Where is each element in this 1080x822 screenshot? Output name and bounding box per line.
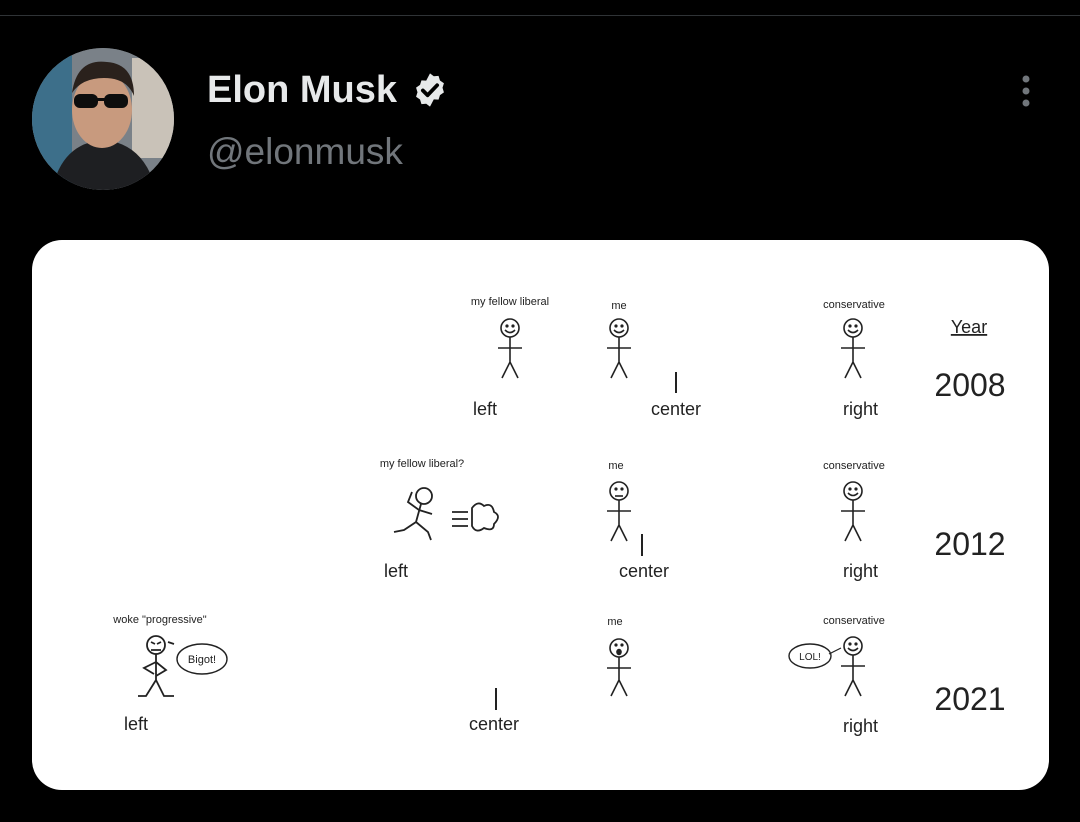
caption-conservative-2012: conservative [823, 460, 885, 472]
left-label-2021: left [124, 714, 148, 734]
speech-bubble-bigot: Bigot! [176, 643, 228, 675]
stick-figure-liberal-2008 [498, 318, 522, 379]
right-label-2008: right [843, 399, 878, 419]
caption-me-2012: me [608, 460, 623, 472]
caption-conservative-2021: conservative [823, 615, 885, 627]
stick-figure-me-2008 [607, 318, 631, 379]
center-label-2008: center [651, 399, 701, 419]
top-divider [0, 15, 1080, 16]
stick-figure-conservative-2021 [841, 636, 865, 697]
caption-conservative-2008: conservative [823, 299, 885, 311]
avatar[interactable] [32, 48, 174, 190]
avatar-photo [32, 48, 174, 190]
speech-bubble-lol: LOL! [788, 643, 842, 669]
year-2012: 2012 [934, 526, 1005, 562]
stick-figure-me-2012 [607, 481, 631, 542]
verified-badge-icon [416, 73, 444, 107]
media-image[interactable]: Year left center right 2008 my fellow li… [32, 240, 1049, 790]
speech-lol: LOL! [799, 652, 821, 663]
right-label-2012: right [843, 561, 878, 581]
author-name-row[interactable]: Elon Musk [207, 68, 449, 112]
center-label-2021: center [469, 714, 519, 734]
year-2008: 2008 [934, 367, 1005, 403]
stick-figure-conservative-2008 [841, 318, 865, 379]
running-figure-liberal-2012 [393, 487, 499, 541]
speech-bigot: Bigot! [188, 654, 216, 666]
author-name[interactable]: Elon Musk [207, 69, 398, 111]
right-label-2021: right [843, 716, 878, 736]
caption-liberal-2008: my fellow liberal [471, 296, 549, 308]
left-label-2012: left [384, 561, 408, 581]
year-heading: Year [951, 317, 987, 337]
angry-figure-woke-2021 [138, 635, 175, 697]
caption-me-2008: me [611, 300, 626, 312]
caption-me-2021: me [607, 616, 622, 628]
caption-woke-2021: woke "progressive" [112, 614, 206, 626]
caption-liberal-2012: my fellow liberal? [380, 458, 464, 470]
author-handle[interactable]: @elonmusk [207, 131, 403, 172]
stick-figure-me-2021 [607, 638, 631, 697]
year-2021: 2021 [934, 681, 1005, 717]
more-vertical-icon[interactable] [1012, 74, 1040, 108]
left-label-2008: left [473, 399, 497, 419]
stick-figure-conservative-2012 [841, 481, 865, 542]
political-spectrum-comic: Year left center right 2008 my fellow li… [112, 296, 1005, 736]
center-label-2012: center [619, 561, 669, 581]
